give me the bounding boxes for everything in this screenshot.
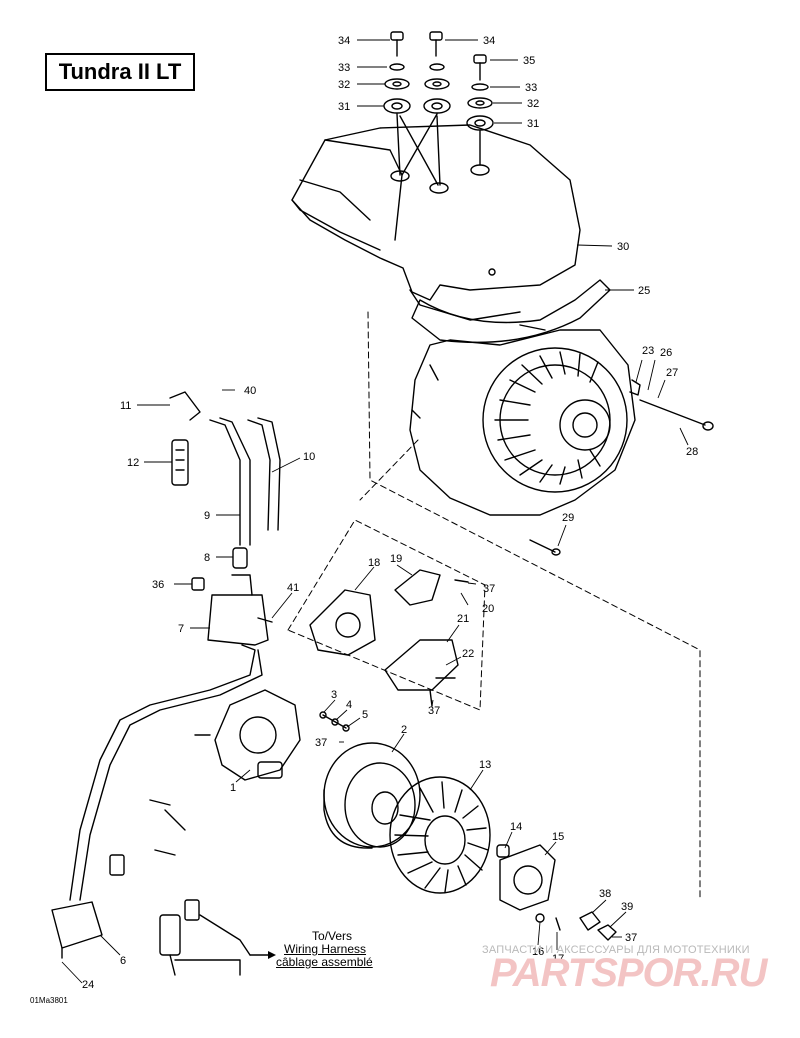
top-bolts-washers	[383, 31, 494, 186]
callout-label: 31	[338, 101, 350, 113]
magneto-stator	[149, 689, 301, 856]
callout-label: 25	[638, 285, 650, 297]
ignition-module-and-harness	[51, 854, 269, 976]
callout-label: 35	[523, 55, 535, 67]
callout-label: 7	[178, 623, 184, 635]
callout-label: 33	[525, 82, 537, 94]
callout-label: 17	[552, 953, 564, 965]
callout-label: 31	[527, 118, 539, 130]
callout-label: 19	[390, 553, 402, 565]
callout-label: 37	[625, 932, 637, 944]
callout-label: 28	[686, 446, 698, 458]
small-washers	[319, 711, 350, 732]
callout-label: 16	[532, 946, 544, 958]
flywheel	[323, 742, 421, 849]
callout-label: 32	[527, 98, 539, 110]
callout-label: 29	[562, 512, 574, 524]
callout-label: 1	[230, 782, 236, 794]
callout-label: 37	[315, 737, 327, 749]
callout-label: 11	[120, 400, 131, 412]
callout-label: 23	[642, 345, 654, 357]
callout-label: 8	[204, 552, 210, 564]
callout-label: 26	[660, 347, 672, 359]
callout-label: 27	[666, 367, 678, 379]
watermark-logo: PARTSPOR.RU	[490, 951, 767, 995]
callout-label: 12	[127, 457, 139, 469]
callout-label: 20	[482, 603, 494, 615]
callout-label: 14	[510, 821, 522, 833]
callout-label: 6	[120, 955, 126, 967]
callout-label: 21	[457, 613, 469, 625]
wiring-harness-line2: Wiring Harness	[284, 942, 367, 956]
callout-label: 13	[479, 759, 491, 771]
callout-label: 38	[599, 888, 611, 900]
callout-labels: 34 34 33 35 32 33 31 32 31 30 25 23 26 2…	[82, 35, 698, 991]
callout-label: 18	[368, 557, 380, 569]
bottom-right-parts	[535, 911, 617, 941]
callout-label: 24	[82, 979, 94, 991]
callout-label: 34	[338, 35, 350, 47]
watermark-tagline: ЗАПЧАСТИ И АКСЕССУАРЫ ДЛЯ МОТОТЕХНИКИ	[482, 944, 750, 956]
fan-housing	[291, 124, 581, 321]
callout-label: 39	[621, 901, 633, 913]
model-title: Tundra II LT	[45, 53, 195, 91]
ignition-coil-and-cables	[69, 391, 281, 901]
callout-label: 37	[428, 705, 440, 717]
callout-leaders	[61, 39, 689, 984]
callout-label: 2	[401, 724, 407, 736]
trigger-plate-parts	[309, 569, 469, 707]
callout-label: 41	[287, 582, 299, 594]
engine-fan-assembly	[409, 324, 714, 556]
callout-label: 34	[483, 35, 495, 47]
callout-label: 9	[204, 510, 210, 522]
callout-label: 22	[462, 648, 474, 660]
wiring-harness-line3: câblage assemblé	[276, 955, 373, 969]
wiring-harness-line1: To/Vers	[312, 929, 353, 943]
callout-label: 37	[483, 583, 495, 595]
callout-label: 3	[331, 689, 337, 701]
callout-label: 32	[338, 79, 350, 91]
assembly-dashed-lines	[287, 311, 701, 901]
gasket	[411, 279, 611, 344]
callout-label: 33	[338, 62, 350, 74]
callout-label: 40	[244, 385, 256, 397]
callout-label: 36	[152, 579, 164, 591]
wiring-harness-note: To/Vers Wiring Harness câblage assemblé	[276, 930, 373, 969]
cooling-fan	[389, 776, 491, 894]
callout-label: 15	[552, 831, 564, 843]
callout-label: 30	[617, 241, 629, 253]
callout-label: 4	[346, 699, 352, 711]
callout-label: 5	[362, 709, 368, 721]
starter-pulley	[496, 844, 556, 911]
image-code: 01Ma3801	[30, 996, 68, 1005]
callout-label: 10	[303, 451, 315, 463]
